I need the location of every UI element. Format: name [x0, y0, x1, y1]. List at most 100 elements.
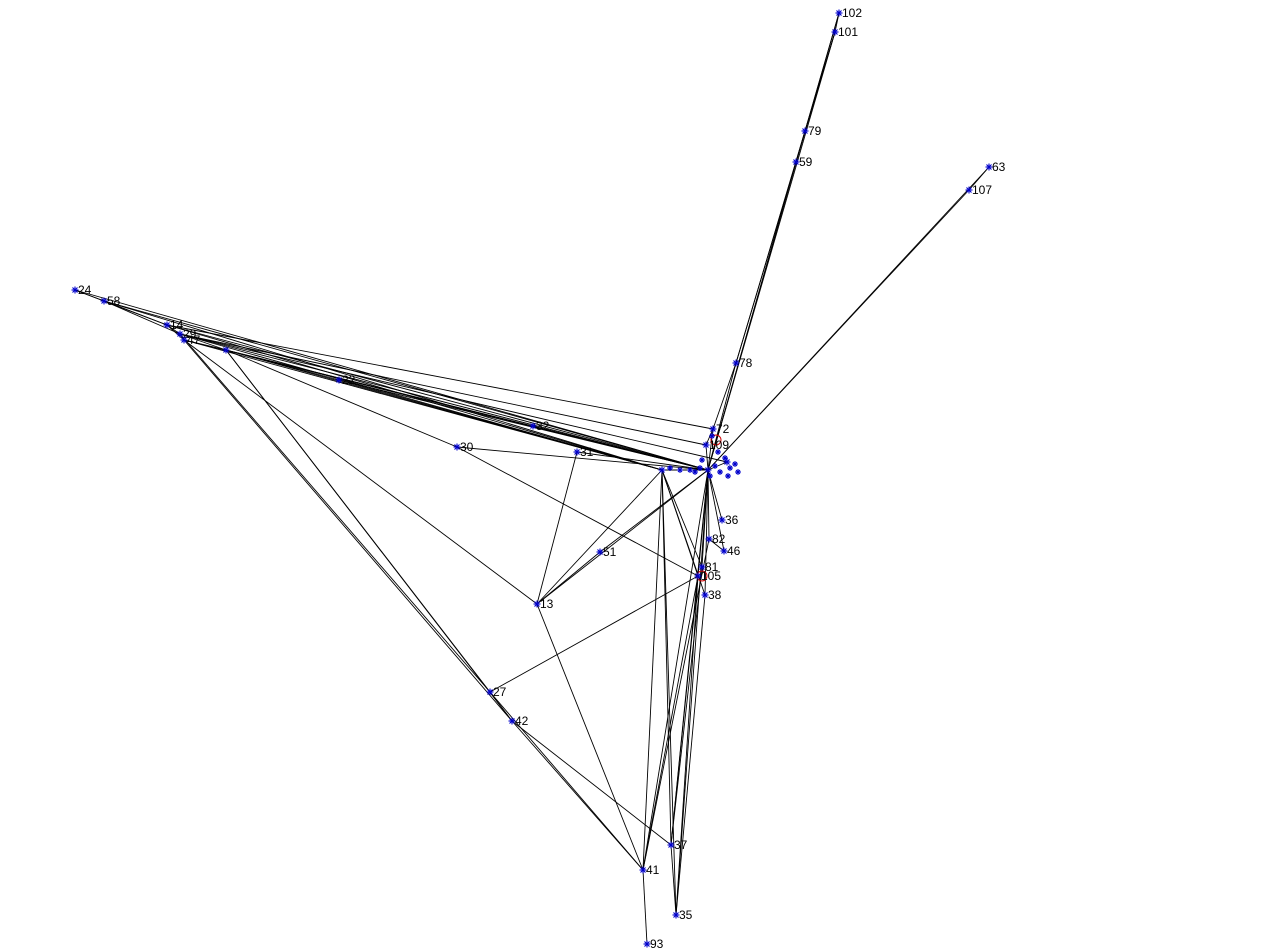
node-36: [718, 516, 726, 524]
node-label-93: 93: [650, 937, 664, 951]
edge-42-37: [511, 720, 672, 846]
node-h3: [723, 458, 731, 466]
edge-81-hub: [701, 469, 709, 568]
edge-78-72: [712, 362, 737, 430]
node-46: [720, 547, 728, 555]
node-label-41: 41: [646, 863, 660, 877]
cluster-marker: [692, 469, 698, 475]
edge-35-38: [675, 594, 706, 916]
node-label-82: 82: [712, 532, 726, 546]
edge-47-42: [183, 339, 513, 722]
edge-58-14: [103, 300, 168, 326]
node-label-36: 36: [725, 513, 739, 527]
node-79: [801, 127, 809, 135]
node-label-24: 24: [78, 283, 92, 297]
edge-24-hub: [74, 289, 709, 471]
edge-30-hub: [456, 446, 709, 471]
node-93: [643, 940, 651, 948]
node-label-46: 46: [727, 544, 741, 558]
node-81: [698, 563, 706, 571]
cluster-marker: [727, 465, 733, 471]
edge-13-41: [536, 603, 644, 871]
edge-58-hub2: [103, 300, 663, 471]
node-label-102: 102: [842, 6, 862, 20]
node-label-27: 27: [493, 685, 507, 699]
node-label-63: 63: [992, 160, 1006, 174]
node-label-107: 107: [972, 183, 992, 197]
edge-14-hub: [166, 324, 709, 471]
edge-58-hub: [103, 300, 709, 471]
cluster-marker: [717, 469, 723, 475]
cluster-marker: [677, 467, 683, 473]
edge-a-32: [225, 349, 534, 427]
node-label-59: 59: [799, 155, 813, 169]
node-78: [732, 359, 740, 367]
node-24: [71, 286, 79, 294]
node-82: [705, 535, 713, 543]
edge-41-hub2: [642, 469, 663, 871]
edge-41-82: [642, 538, 710, 871]
node-31: [573, 448, 581, 456]
edge-a-22: [225, 349, 340, 381]
node-label-101: 101: [838, 25, 858, 39]
node-label-35: 35: [679, 908, 693, 922]
node-label-31: 31: [580, 445, 594, 459]
edge-38-hub: [704, 469, 709, 596]
edge-29-27: [179, 333, 491, 693]
edge-14-72: [166, 324, 714, 430]
node-30: [453, 443, 461, 451]
edge-22-hub2: [338, 379, 663, 471]
cluster-marker: [699, 457, 705, 463]
edge-105-hub: [697, 469, 709, 577]
node-label-81: 81: [705, 560, 719, 574]
edge-41-93: [642, 869, 648, 945]
edge-37-hub2: [661, 469, 672, 846]
edge-47-13: [183, 339, 538, 605]
node-105: [694, 572, 702, 580]
edge-29-a: [179, 333, 227, 351]
node-label-13: 13: [540, 597, 554, 611]
edge-31-13: [536, 451, 578, 605]
node-label-105: 105: [701, 569, 721, 583]
cluster-marker: [697, 465, 703, 471]
node-22: [335, 376, 343, 384]
node-101: [831, 28, 839, 36]
highlight-ring: [710, 434, 722, 446]
node-hub2: [658, 466, 666, 474]
node-label-72: 72: [716, 422, 730, 436]
node-label-37: 37: [674, 838, 688, 852]
node-47: [180, 336, 188, 344]
edge-13-hub2: [536, 469, 663, 605]
edge-37-35: [670, 844, 677, 916]
node-32: [529, 422, 537, 430]
node-label-58: 58: [107, 294, 121, 308]
node-label-42: 42: [515, 714, 529, 728]
edge-a-42: [225, 349, 513, 722]
node-37: [667, 841, 675, 849]
node-label-22: 22: [342, 373, 356, 387]
cluster-marker: [709, 433, 715, 439]
cluster-marker: [715, 449, 721, 455]
node-72: [709, 425, 717, 433]
edge-29-109: [179, 333, 707, 446]
node-label-38: 38: [708, 588, 722, 602]
node-label-30: 30: [460, 440, 474, 454]
edge-46-hub: [707, 469, 725, 552]
cluster-marker: [722, 455, 728, 461]
edge-35-hub: [675, 469, 709, 916]
edge-35-hub2: [661, 469, 677, 916]
edge-102-hub: [707, 12, 840, 471]
node-label-51: 51: [603, 545, 617, 559]
edge-105-hub2: [661, 469, 699, 577]
edge-30-a: [225, 349, 458, 448]
node-42: [508, 717, 516, 725]
node-label-14: 14: [170, 318, 184, 332]
edge-81-hub2: [661, 469, 703, 568]
node-label-109: 109: [709, 438, 729, 452]
edge-63-hub: [707, 166, 990, 471]
node-35: [672, 911, 680, 919]
edge-37-81: [670, 566, 703, 846]
edge-37-105: [670, 575, 699, 846]
edge-27-105: [489, 575, 699, 693]
edge-109-hub: [705, 444, 709, 471]
